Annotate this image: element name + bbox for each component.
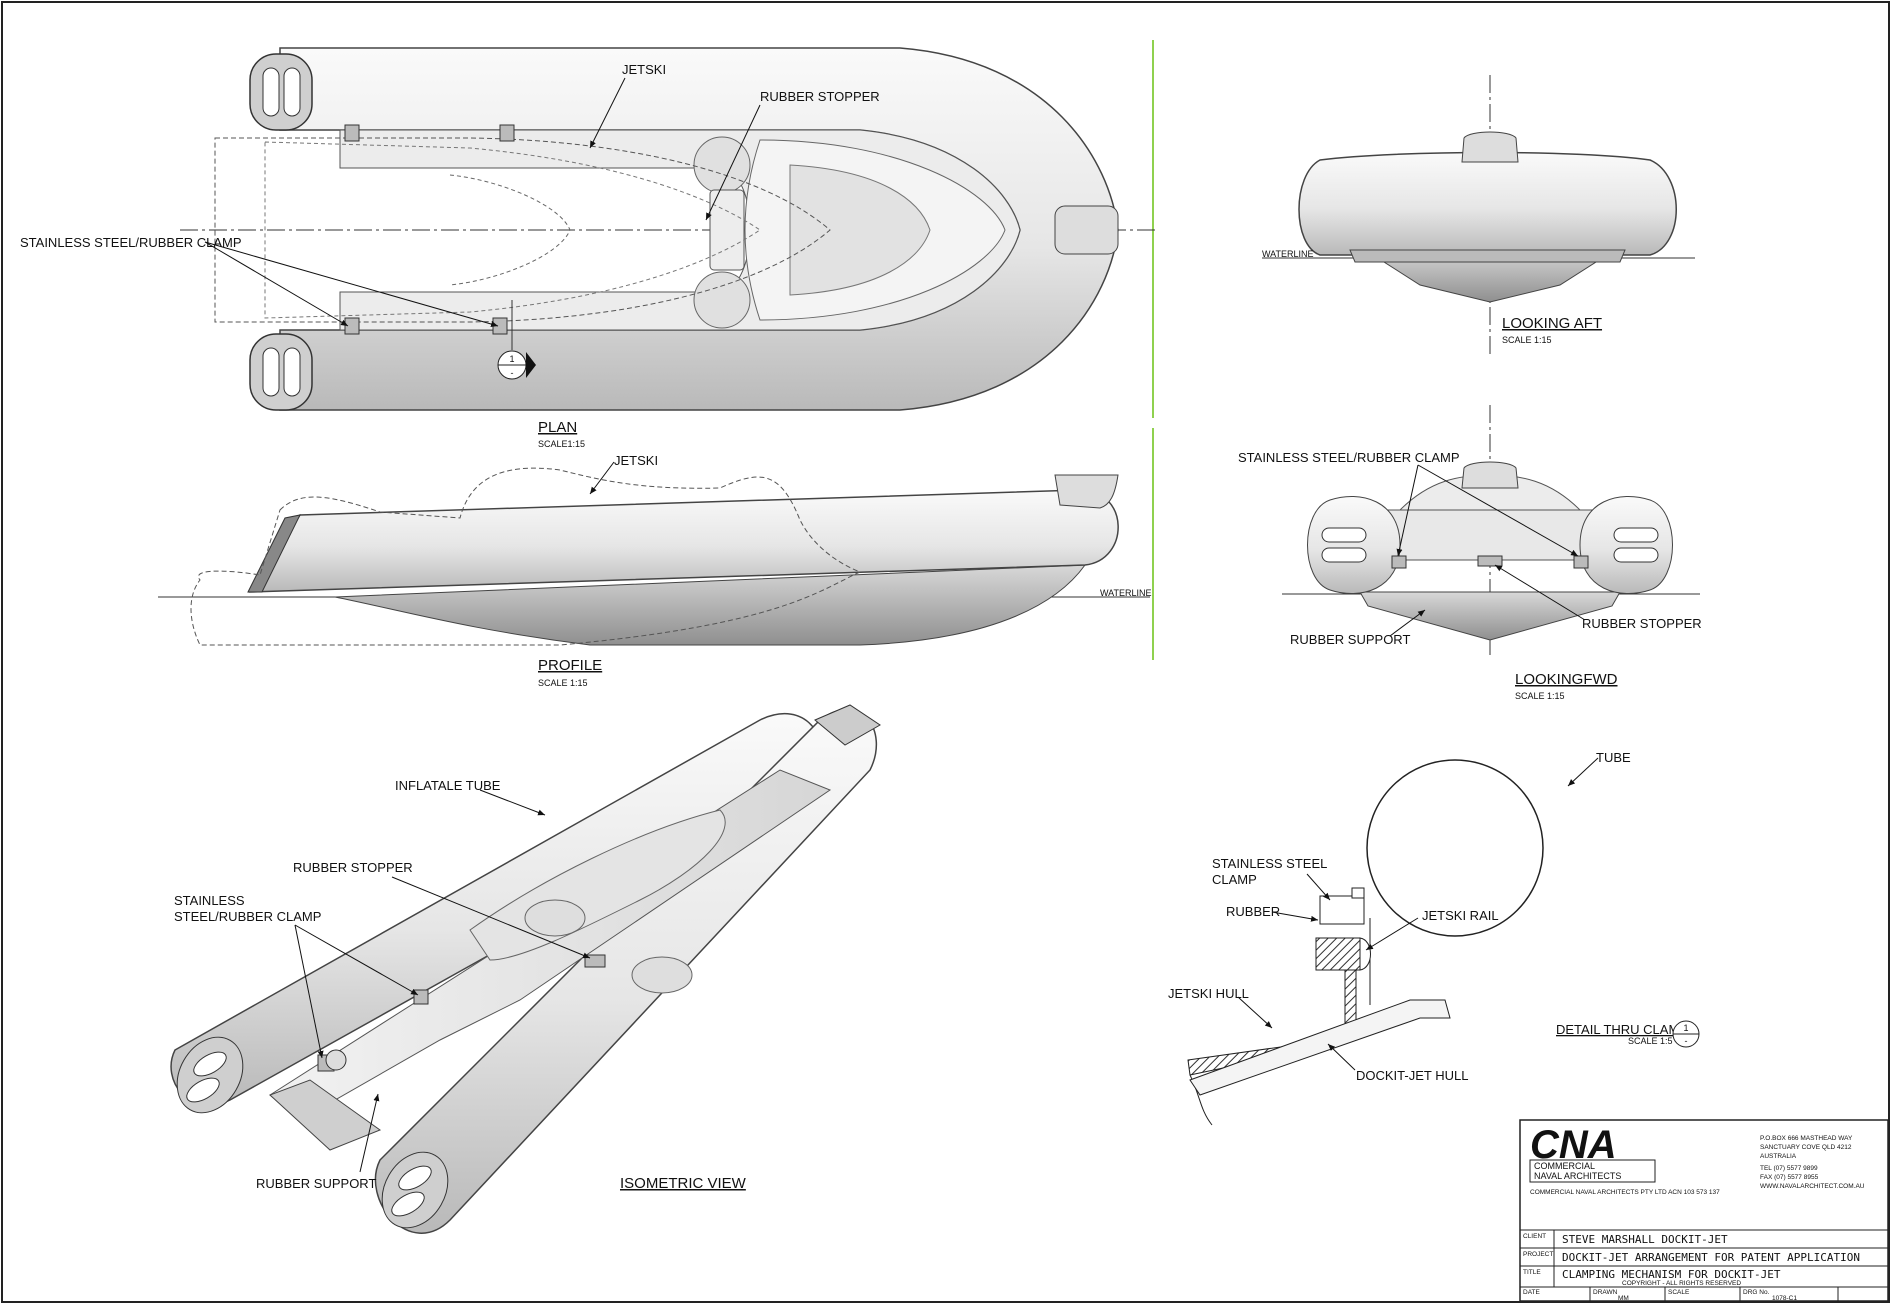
aft-title: LOOKING AFT — [1502, 315, 1602, 332]
fwd-title: LOOKINGFWD — [1515, 671, 1618, 688]
fwd-hull — [1359, 591, 1621, 641]
detail-label-clamp-1: STAINLESS STEEL — [1212, 856, 1327, 871]
title-block: CNA COMMERCIAL NAVAL ARCHITECTS COMMERCI… — [1519, 1119, 1889, 1302]
detail-clamp — [1319, 895, 1365, 925]
profile-scale: SCALE 1:15 — [538, 678, 588, 688]
detail-label-tube: TUBE — [1596, 750, 1631, 765]
svg-text:TITLE: TITLE — [1523, 1269, 1541, 1276]
aft-tube — [1298, 151, 1677, 256]
aft-bow-bumper — [1461, 131, 1519, 163]
looking-aft-view: WATERLINE LOOKING AFT SCALE 1:15 — [1262, 75, 1695, 358]
drawing-number: 1078-C1 — [1772, 1295, 1797, 1302]
fwd-clamp — [1573, 555, 1589, 569]
svg-text:COMMERCIAL NAVAL ARCHITECTS PT: COMMERCIAL NAVAL ARCHITECTS PTY LTD ACN … — [1530, 1189, 1720, 1196]
profile-label-waterline: WATERLINE — [1100, 588, 1152, 598]
plan-label-jetski: JETSKI — [622, 62, 666, 77]
detail-label-clamp-2: CLAMP — [1212, 872, 1257, 887]
detail-view: TUBE STAINLESS STEEL CLAMP RUBBER JETSKI… — [1168, 750, 1700, 1126]
plan-clamp — [492, 317, 508, 335]
svg-text:AUSTRALIA: AUSTRALIA — [1760, 1153, 1797, 1160]
fwd-scale: SCALE 1:15 — [1515, 691, 1565, 701]
detail-label-jetski-hull: JETSKI HULL — [1168, 986, 1249, 1001]
tube-end-cap — [249, 333, 313, 411]
tube-end-cap — [249, 53, 313, 131]
svg-text:FAX (07) 5577 8955: FAX (07) 5577 8955 — [1760, 1174, 1819, 1181]
detail-title: DETAIL THRU CLAMP — [1556, 1022, 1688, 1037]
aft-label-waterline: WATERLINE — [1262, 249, 1314, 259]
svg-text:PROJECT: PROJECT — [1523, 1251, 1553, 1258]
svg-text:SANCTUARY COVE QLD 4212: SANCTUARY COVE QLD 4212 — [1760, 1144, 1852, 1151]
aft-scale: SCALE 1:15 — [1502, 335, 1552, 345]
project-value: DOCKIT-JET ARRANGEMENT FOR PATENT APPLIC… — [1562, 1251, 1860, 1264]
svg-text:COMMERCIAL: COMMERCIAL — [1534, 1161, 1595, 1171]
plan-scale: SCALE1:15 — [538, 439, 585, 449]
profile-label-jetski: JETSKI — [614, 453, 658, 468]
svg-text:1: 1 — [1683, 1023, 1688, 1033]
plan-clamp — [344, 317, 360, 335]
svg-text:NAVAL ARCHITECTS: NAVAL ARCHITECTS — [1534, 1171, 1621, 1181]
plan-seat-pod — [693, 136, 751, 194]
plan-rubber-stopper — [709, 189, 745, 271]
detail-dockit-hull — [1189, 999, 1451, 1096]
plan-bow-bumper — [1054, 205, 1119, 255]
client-value: STEVE MARSHALL DOCKIT-JET — [1562, 1233, 1728, 1246]
plan-label-rubber-stopper: RUBBER STOPPER — [760, 89, 880, 104]
profile-hull — [334, 564, 1087, 646]
fwd-label-rubber-stopper: RUBBER STOPPER — [1582, 616, 1702, 631]
detail-rubber — [1315, 937, 1361, 971]
plan-view: 1 - JETSKI RUBBER STOPPER STAINLESS STEE… — [20, 47, 1155, 449]
svg-text:DATE: DATE — [1523, 1289, 1541, 1296]
svg-text:P.O.BOX 666 MASTHEAD WAY: P.O.BOX 666 MASTHEAD WAY — [1760, 1135, 1853, 1142]
plan-label-clamp: STAINLESS STEEL/RUBBER CLAMP — [20, 235, 242, 250]
iso-label-clamp-1: STAINLESS — [174, 893, 245, 908]
svg-text:DRAWN: DRAWN — [1593, 1289, 1618, 1296]
detail-label-dockit-hull: DOCKIT-JET HULL — [1356, 1068, 1468, 1083]
iso-label-rubber-stopper: RUBBER STOPPER — [293, 860, 413, 875]
detail-scale: SCALE 1:5 — [1628, 1036, 1673, 1046]
profile-jetski-outline — [190, 467, 862, 646]
svg-text:COPYRIGHT - ALL RIGHTS RESERVE: COPYRIGHT - ALL RIGHTS RESERVED — [1622, 1280, 1741, 1287]
profile-bow-bumper — [1054, 474, 1119, 509]
fwd-tube-port — [1307, 496, 1401, 594]
iso-label-rubber-support: RUBBER SUPPORT — [256, 1176, 376, 1191]
plan-seat-pod — [693, 271, 751, 329]
looking-fwd-view: STAINLESS STEEL/RUBBER CLAMP RUBBER SUPP… — [1238, 405, 1702, 701]
iso-label-tube: INFLATALE TUBE — [395, 778, 501, 793]
iso-title: ISOMETRIC VIEW — [620, 1175, 747, 1192]
profile-view: JETSKI WATERLINE PROFILE SCALE 1:15 — [158, 453, 1152, 688]
iso-bow-bumper — [814, 704, 881, 746]
svg-text:DRG No.: DRG No. — [1743, 1289, 1770, 1296]
fwd-label-clamp: STAINLESS STEEL/RUBBER CLAMP — [1238, 450, 1460, 465]
svg-text:WWW.NAVALARCHITECT.COM.AU: WWW.NAVALARCHITECT.COM.AU — [1760, 1183, 1865, 1190]
svg-text:TEL (07) 5577 9899: TEL (07) 5577 9899 — [1760, 1165, 1818, 1172]
detail-label-rubber: RUBBER — [1226, 904, 1280, 919]
fwd-tube-stbd — [1579, 496, 1673, 594]
plan-title: PLAN — [538, 419, 577, 436]
fwd-label-rubber-support: RUBBER SUPPORT — [1290, 632, 1410, 647]
detail-tube — [1366, 759, 1544, 937]
fwd-clamp — [1391, 555, 1407, 569]
plan-clamp — [499, 124, 515, 142]
fwd-stopper — [1477, 555, 1503, 567]
isometric-view: INFLATALE TUBE RUBBER STOPPER STAINLESS … — [170, 704, 881, 1234]
iso-stopper — [413, 989, 429, 1005]
svg-text:SCALE: SCALE — [1668, 1289, 1690, 1296]
plan-jetski-outline — [214, 137, 831, 323]
detail-jetski-rail — [1359, 937, 1371, 971]
svg-text:1: 1 — [509, 354, 514, 364]
drawing-title: CLAMPING MECHANISM FOR DOCKIT-JET — [1562, 1268, 1781, 1281]
svg-text:-: - — [1685, 1036, 1688, 1046]
profile-title: PROFILE — [538, 657, 602, 674]
detail-label-jetski-rail: JETSKI RAIL — [1422, 908, 1499, 923]
plan-seat — [789, 164, 931, 296]
svg-text:CLIENT: CLIENT — [1523, 1233, 1546, 1240]
iso-label-clamp-2: STEEL/RUBBER CLAMP — [174, 909, 321, 924]
svg-text:MM: MM — [1618, 1295, 1629, 1302]
plan-clamp — [344, 124, 360, 142]
svg-text:-: - — [511, 368, 514, 378]
